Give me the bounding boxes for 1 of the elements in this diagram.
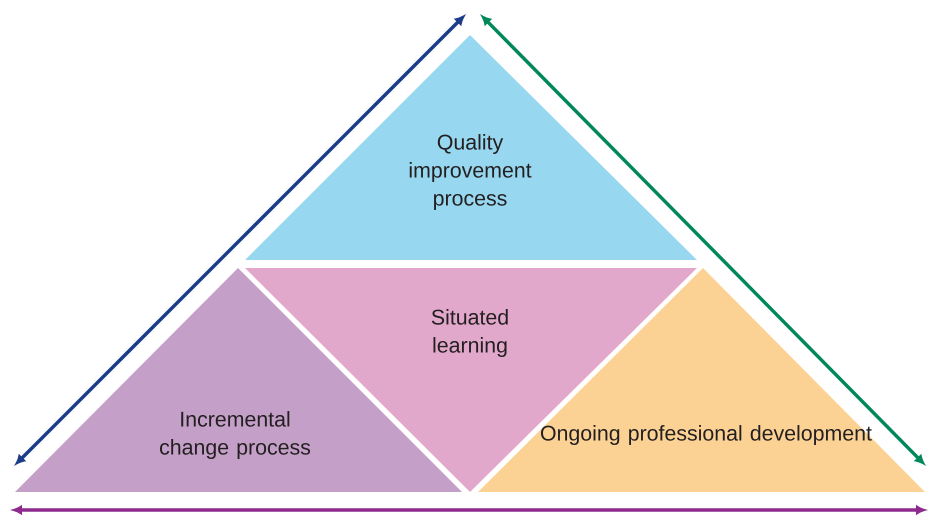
triangle: Quality improvement process [245,35,697,260]
